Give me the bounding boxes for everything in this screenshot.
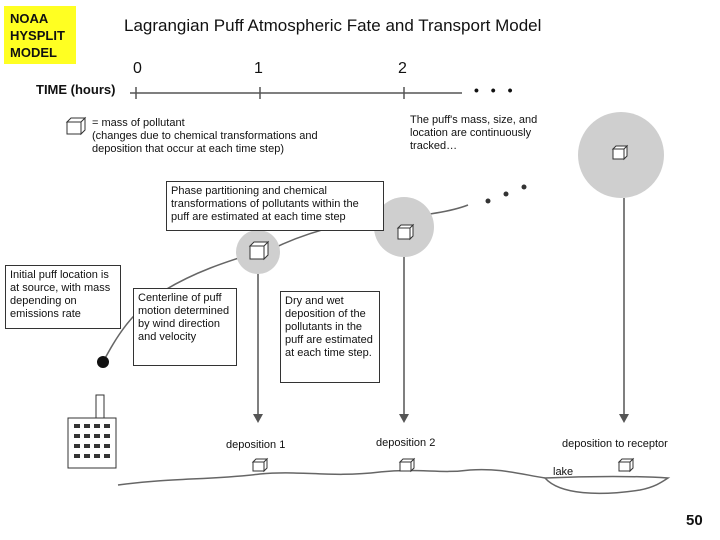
ground-line xyxy=(117,468,546,486)
note-phase-partitioning: Phase partitioning and chemical transfor… xyxy=(166,181,384,231)
deposited-cube-receptor xyxy=(617,457,635,473)
badge-line-model: MODEL xyxy=(10,45,57,60)
time-tick-2: 2 xyxy=(398,60,407,77)
hysplit-badge: NOAA HYSPLIT MODEL xyxy=(4,6,76,64)
legend-text: = mass of pollutant (changes due to chem… xyxy=(92,117,318,155)
label-deposition-receptor: deposition to receptor xyxy=(562,438,668,450)
timeline-continuation-dots: • • • xyxy=(474,82,517,98)
page-number: 50 xyxy=(686,512,703,529)
deposited-cube-2 xyxy=(398,457,416,473)
factory-icon xyxy=(67,394,117,469)
note-centerline: Centerline of puff motion determined by … xyxy=(133,288,237,366)
badge-line-noaa: NOAA xyxy=(10,11,49,26)
deposited-cube-1 xyxy=(251,457,269,473)
note-dry-wet-deposition: Dry and wet deposition of the pollutants… xyxy=(280,291,380,383)
emission-source-dot xyxy=(97,356,109,368)
lake-shape xyxy=(543,475,671,495)
time-tick-1: 1 xyxy=(254,60,263,77)
legend-cube-icon xyxy=(65,116,87,136)
page-title: Lagrangian Puff Atmospheric Fate and Tra… xyxy=(124,16,542,35)
cube-in-puff-final xyxy=(611,144,629,161)
time-tick-0: 0 xyxy=(133,60,142,77)
note-tracked: The puff's mass, size, and location are … xyxy=(410,114,538,152)
trajectory-continuation-dots xyxy=(485,184,527,204)
note-initial-location: Initial puff location is at source, with… xyxy=(5,265,121,329)
label-deposition-1: deposition 1 xyxy=(226,439,286,451)
badge-line-hysplit: HYSPLIT xyxy=(10,28,65,43)
cube-in-puff-2 xyxy=(396,223,415,241)
time-axis-label: TIME (hours) xyxy=(36,82,116,97)
label-deposition-2: deposition 2 xyxy=(376,437,436,449)
cube-in-puff-1 xyxy=(248,240,270,261)
label-lake: lake xyxy=(553,466,574,478)
